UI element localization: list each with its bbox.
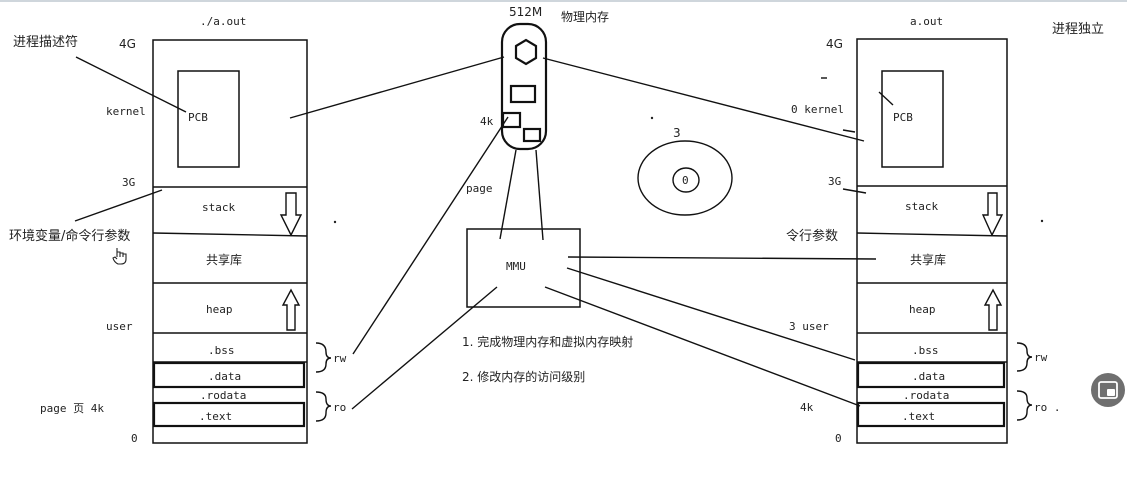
left-divider-stack <box>152 232 308 237</box>
left-pcb-to-memory-line <box>289 56 505 119</box>
left-process: ./a.out 4G kernel 3G user page 页 4k 0 PC… <box>40 15 347 445</box>
right-label-4g: 4G <box>826 37 843 51</box>
ring-outer-label: 3 <box>673 126 681 140</box>
right-brace-rw: rw <box>1034 351 1048 364</box>
left-label-user: user <box>106 320 133 333</box>
left-seg-rodata: .rodata <box>200 389 246 402</box>
privilege-ring-inner <box>672 167 700 193</box>
hand-cursor-icon <box>112 248 127 265</box>
physical-memory-page-c <box>522 127 542 143</box>
left-process-title: ./a.out <box>200 15 246 28</box>
mmu-to-right-text-line <box>544 286 861 407</box>
mmu-to-right-bss-line <box>566 267 856 361</box>
right-address-space <box>856 38 1008 444</box>
left-stack-down-arrow-icon <box>279 192 303 237</box>
left-brace-rw: rw <box>333 352 347 365</box>
picture-in-picture-button[interactable] <box>1091 373 1125 407</box>
left-rw-brace <box>315 342 332 373</box>
right-3g-tick <box>842 188 867 194</box>
left-ro-to-mmu-line <box>351 286 498 410</box>
right-label-zero: 0 <box>835 432 842 445</box>
right-label-3g: 3G <box>828 175 841 188</box>
right-brace-ro: ro . <box>1034 401 1061 414</box>
right-heap-up-arrow-icon <box>983 288 1003 331</box>
right-seg-data: .data <box>912 370 945 383</box>
memory-to-mmu-line-right <box>535 149 544 241</box>
physical-memory-size: 512M <box>509 5 542 19</box>
left-text-box <box>152 401 306 428</box>
left-rw-to-memory-line <box>352 116 509 355</box>
left-label-3g: 3G <box>122 176 135 189</box>
right-process-title: a.out <box>910 15 943 28</box>
right-seg-heap: heap <box>909 303 936 316</box>
mmu-function-1: 1. 完成物理内存和虚拟内存映射 <box>462 334 633 349</box>
left-heap-up-arrow-icon <box>281 288 301 331</box>
stray-dot <box>650 116 654 120</box>
stray-dot-left <box>333 220 337 224</box>
right-seg-bss: .bss <box>912 344 939 357</box>
left-pcb-box <box>177 70 240 168</box>
memory-to-mmu-line-left <box>499 149 517 240</box>
physical-memory-stick <box>500 22 548 151</box>
right-process: a.out 4G 0 kernel 3G 3 user 4k 0 PCB sta… <box>789 15 1061 445</box>
process-descriptor-label: 进程描述符 <box>13 34 78 50</box>
right-data-box <box>856 361 1006 389</box>
left-brace-ro: ro <box>333 401 346 414</box>
right-label-kernel: 0 kernel <box>791 103 844 116</box>
left-address-space <box>152 39 308 444</box>
right-label-user: 3 user <box>789 320 829 333</box>
env-vars-label-left: 环境变量/命令行参数 <box>9 228 130 244</box>
left-seg-bss: .bss <box>208 344 235 357</box>
physical-memory-page-size: 4k <box>480 115 494 128</box>
right-label-page: 4k <box>800 401 814 414</box>
process-descriptor-pointer <box>75 56 187 113</box>
left-label-page: page 页 4k <box>40 402 104 415</box>
physical-memory-page-label: page <box>466 182 493 195</box>
physical-memory-page-b <box>501 111 522 129</box>
right-pcb-label: PCB <box>893 111 913 124</box>
env-vars-label-right: 令行参数 <box>786 228 838 244</box>
left-ro-brace <box>315 391 332 422</box>
left-seg-data: .data <box>208 370 241 383</box>
right-pcb-to-memory-line <box>542 57 865 142</box>
physical-memory-chip-hexagon <box>514 38 538 66</box>
ring-inner-label: 0 <box>682 174 689 187</box>
right-text-box <box>856 401 1006 428</box>
physical-memory-label: 物理内存 <box>561 10 609 24</box>
left-data-box <box>152 361 306 389</box>
right-kernel-tick <box>842 129 856 133</box>
mmu-label: MMU <box>506 260 526 273</box>
left-seg-text: .text <box>199 410 232 423</box>
privilege-ring-outer <box>637 140 733 216</box>
physical-memory-page-a <box>509 84 537 104</box>
right-pcb-box <box>881 70 944 168</box>
env-vars-pointer-left <box>74 189 163 222</box>
left-label-4g: 4G <box>119 37 136 51</box>
mmu-function-2: 2. 修改内存的访问级别 <box>462 369 585 384</box>
right-stack-down-arrow-icon <box>981 192 1004 237</box>
left-pcb-label: PCB <box>188 111 208 124</box>
picture-in-picture-icon <box>1098 381 1118 399</box>
process-independent-label: 进程独立 <box>1052 22 1104 37</box>
stray-dot-right <box>1040 219 1044 223</box>
left-seg-heap: heap <box>206 303 233 316</box>
right-seg-text: .text <box>902 410 935 423</box>
top-border <box>0 0 1127 2</box>
left-seg-shared: 共享库 <box>206 252 242 267</box>
left-label-kernel: kernel <box>106 105 146 118</box>
left-label-zero: 0 <box>131 432 138 445</box>
right-pcb-pointer <box>878 91 894 106</box>
right-ro-brace <box>1016 390 1033 421</box>
mmu-to-right-shared-line <box>567 256 877 260</box>
right-divider-stack <box>856 232 1008 237</box>
right-seg-stack: stack <box>905 200 938 213</box>
left-seg-stack: stack <box>202 201 235 214</box>
mmu-box <box>466 228 581 308</box>
right-seg-shared: 共享库 <box>910 252 946 267</box>
right-seg-rodata: .rodata <box>903 389 949 402</box>
right-rw-brace <box>1016 342 1033 372</box>
